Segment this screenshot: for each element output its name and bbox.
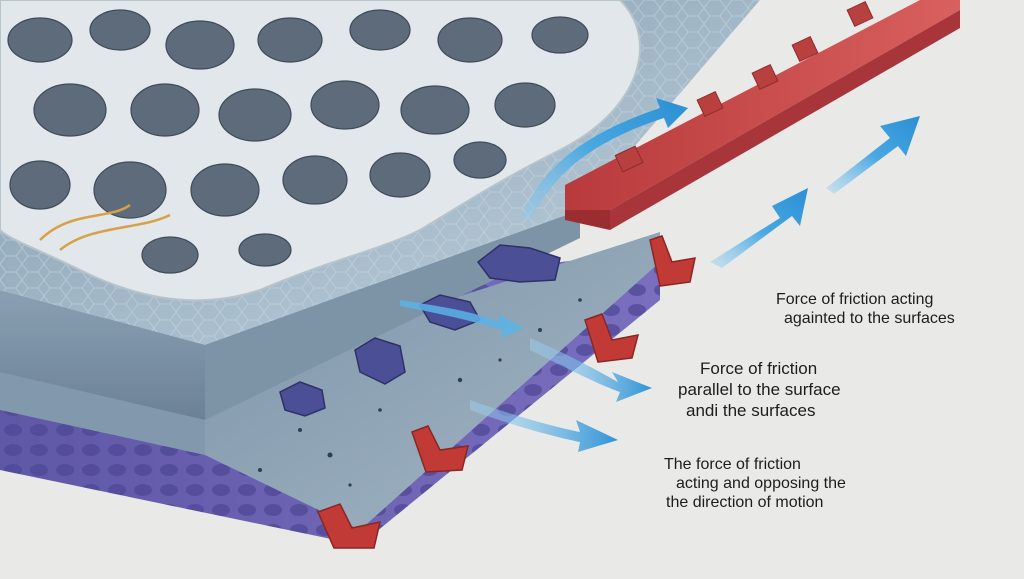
label-line: parallel to the surface bbox=[678, 380, 841, 399]
label-line: acting and opposing the bbox=[676, 475, 846, 492]
blue-arrow-icon bbox=[710, 188, 808, 268]
label-line: againted to the surfaces bbox=[784, 310, 955, 327]
label-line: Force of friction acting bbox=[776, 291, 934, 308]
red-bar bbox=[565, 0, 960, 230]
label-friction-acting-against-surfaces: Force of friction acting againted to the… bbox=[776, 290, 955, 328]
blue-arrow-icon bbox=[530, 338, 652, 402]
label-line: andi the surfaces bbox=[686, 401, 816, 420]
porous-lattice bbox=[0, 0, 641, 302]
red-bar-bumps bbox=[614, 0, 874, 173]
red-arrow-icon bbox=[411, 425, 469, 473]
red-arrows bbox=[316, 235, 696, 549]
label-line: Force of friction bbox=[700, 359, 818, 378]
label-friction-opposing-motion: The force of friction acting and opposin… bbox=[664, 455, 846, 512]
blue-arrow-icon bbox=[520, 98, 688, 222]
red-arrow-icon bbox=[649, 235, 696, 287]
red-arrow-icon bbox=[316, 503, 381, 549]
blue-arrow-icon bbox=[470, 400, 618, 452]
blue-arrow-icon bbox=[826, 116, 920, 194]
rock-fragments bbox=[279, 244, 561, 417]
label-line: The force of friction bbox=[664, 456, 801, 473]
label-line: the direction of motion bbox=[666, 494, 824, 511]
blue-arrows bbox=[400, 98, 920, 452]
label-friction-parallel-to-surface: Force of friction parallel to the surfac… bbox=[678, 358, 841, 421]
blue-arrow-icon bbox=[400, 300, 524, 338]
red-arrow-icon bbox=[584, 313, 640, 363]
